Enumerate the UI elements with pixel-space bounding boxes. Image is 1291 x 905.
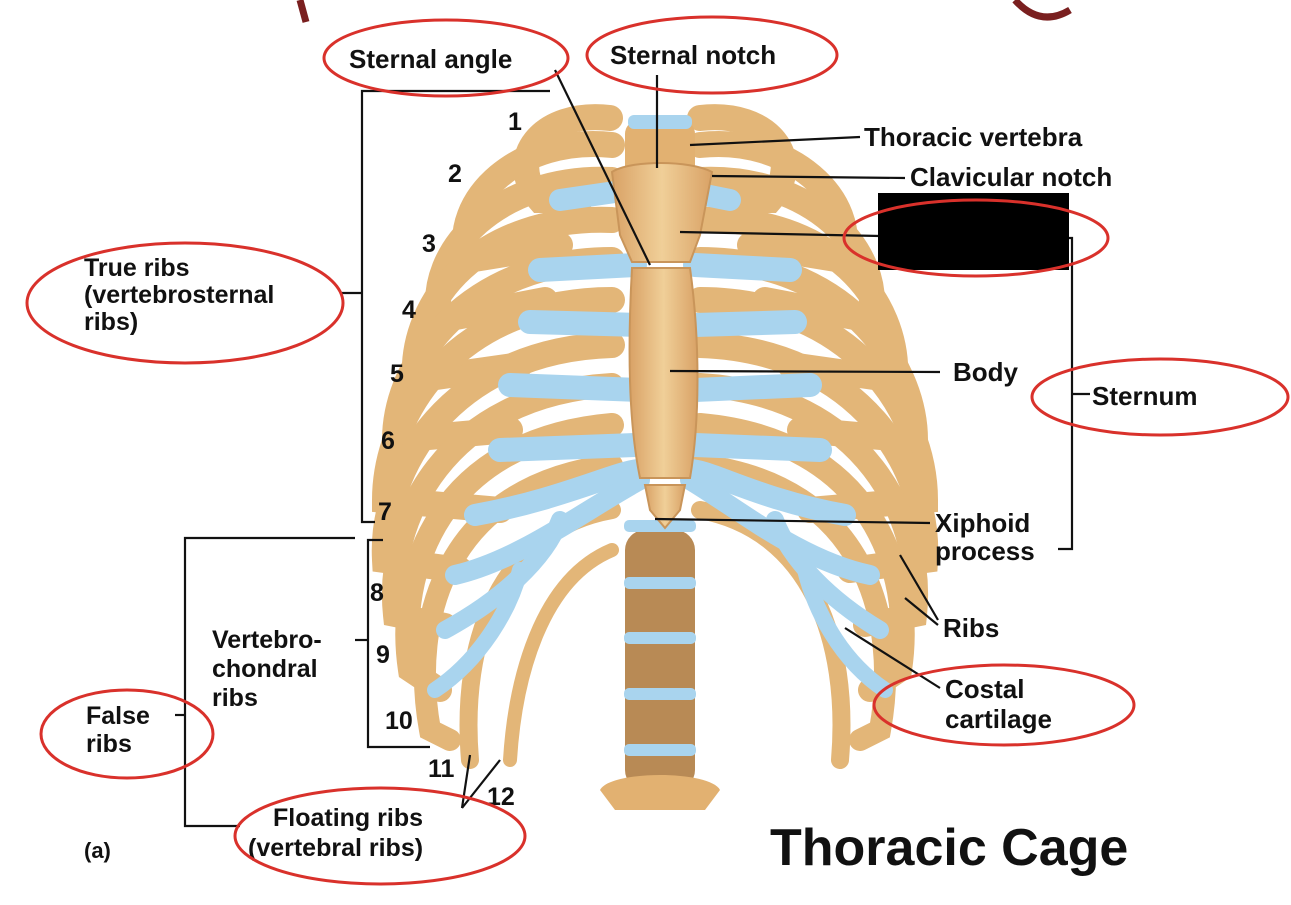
rib-number: 5 [390, 360, 404, 388]
label-clavicular-notch: Clavicular notch [910, 162, 1112, 192]
costal-cartilages [427, 181, 893, 698]
rib-number: 12 [487, 783, 515, 811]
highlight-ellipses [25, 15, 1290, 886]
label-panel: (a) [84, 838, 111, 863]
rib-number: 10 [385, 707, 413, 735]
leader-lines [175, 69, 1090, 828]
label-false-1: False [86, 702, 150, 730]
sternal-body [628, 267, 699, 479]
label-sternal-notch: Sternal notch [610, 40, 776, 70]
label-xiphoid-1: Xiphoid [935, 508, 1030, 538]
rib-number: 6 [381, 427, 395, 455]
highlight-floating-ribs [233, 786, 527, 886]
label-sternal-angle: Sternal angle [349, 44, 512, 74]
rib-right-7 [687, 332, 939, 583]
labels: Sternal angle Sternal notch Thoracic ver… [84, 40, 1197, 877]
rib-left-7 [371, 332, 625, 583]
label-true-ribs-2: (vertebrosternal [84, 281, 274, 309]
label-ribs: Ribs [943, 613, 999, 643]
rib-number: 4 [402, 296, 416, 324]
label-vertebro-1: Vertebro- [212, 626, 322, 654]
label-true-ribs-3: ribs) [84, 308, 138, 336]
label-floating-2: (vertebral ribs) [248, 834, 423, 862]
rib-number: 8 [370, 579, 384, 607]
label-vertebro-3: ribs [212, 684, 258, 712]
rib-number: 2 [448, 160, 462, 188]
title-thoracic-cage: Thoracic Cage [770, 819, 1128, 877]
highlight-costal-cartilage [872, 663, 1136, 747]
rib-number: 7 [378, 498, 392, 526]
rib-number: 3 [422, 230, 436, 258]
cropped-title-remnant [296, 0, 1072, 23]
label-thoracic-vertebra: Thoracic vertebra [864, 122, 1083, 152]
highlight-sternum [1030, 357, 1290, 437]
highlight-sternal-angle [322, 18, 570, 98]
rib-number: 11 [428, 755, 455, 783]
manubrium [610, 162, 714, 263]
label-sternum: Sternum [1092, 381, 1197, 411]
label-floating-1: Floating ribs [273, 804, 423, 832]
label-vertebro-2: chondral [212, 655, 318, 683]
rib-left-6 [371, 287, 625, 523]
highlight-redacted [842, 198, 1110, 278]
rib-number: 1 [508, 108, 522, 136]
label-false-2: ribs [86, 730, 132, 758]
rib-left-12 [503, 543, 619, 767]
label-xiphoid-2: process [935, 536, 1035, 566]
label-true-ribs-1: True ribs [84, 254, 190, 282]
rib-numbers: 1 2 3 4 5 6 7 8 9 10 11 12 [370, 108, 522, 811]
highlight-false-ribs [39, 688, 215, 780]
label-body: Body [953, 357, 1019, 387]
highlight-true-ribs [25, 241, 345, 365]
label-costal-1: Costal [945, 674, 1024, 704]
highlight-sternal-notch [585, 15, 839, 95]
label-costal-2: cartilage [945, 704, 1052, 734]
rib-number: 9 [376, 641, 390, 669]
